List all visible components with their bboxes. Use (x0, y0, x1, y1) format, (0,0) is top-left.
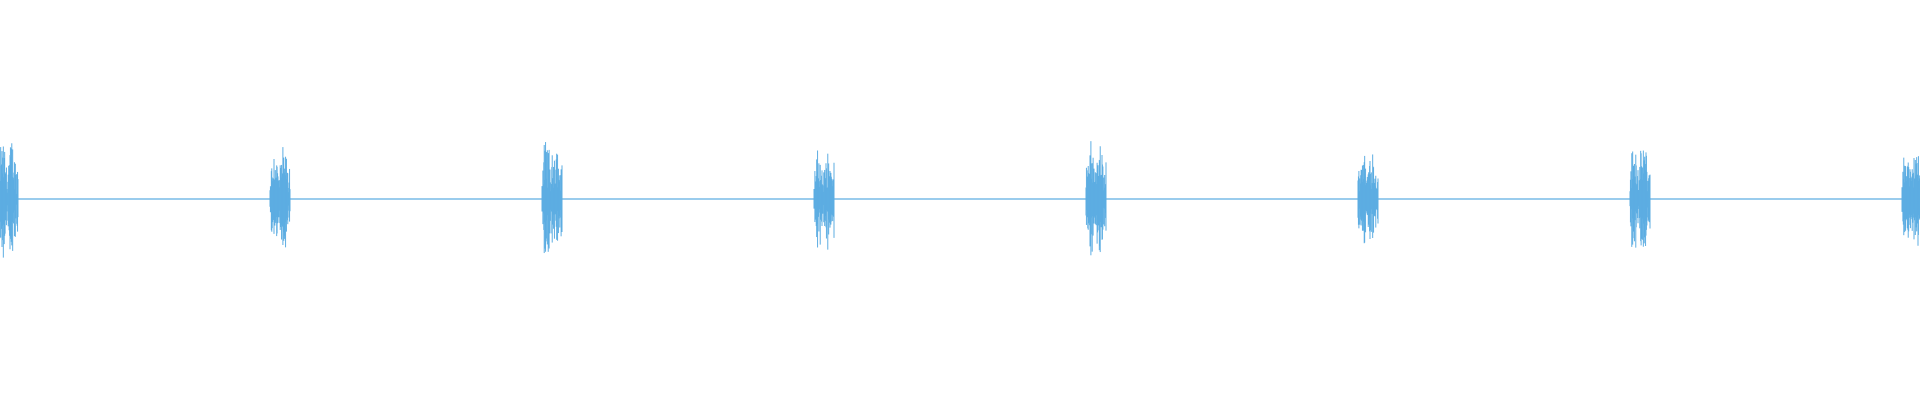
waveform-burst (1901, 156, 1920, 246)
waveform-burst (1085, 141, 1107, 256)
waveform-burst-core (276, 193, 284, 205)
waveform-burst (269, 147, 291, 248)
waveform-burst-core (1908, 193, 1916, 205)
waveform-burst-core (1364, 193, 1372, 205)
waveform-burst (1629, 150, 1651, 248)
waveform-burst (541, 142, 563, 254)
waveform-burst-core (820, 193, 828, 205)
waveform-burst (1357, 154, 1379, 244)
waveform-burst-core (4, 193, 12, 205)
waveform-burst-core (1092, 193, 1100, 205)
waveform-burst (813, 150, 835, 250)
waveform-bursts (0, 141, 1920, 258)
waveform-burst-core (548, 193, 556, 205)
waveform-burst-core (1636, 193, 1644, 205)
waveform-burst (0, 143, 19, 258)
